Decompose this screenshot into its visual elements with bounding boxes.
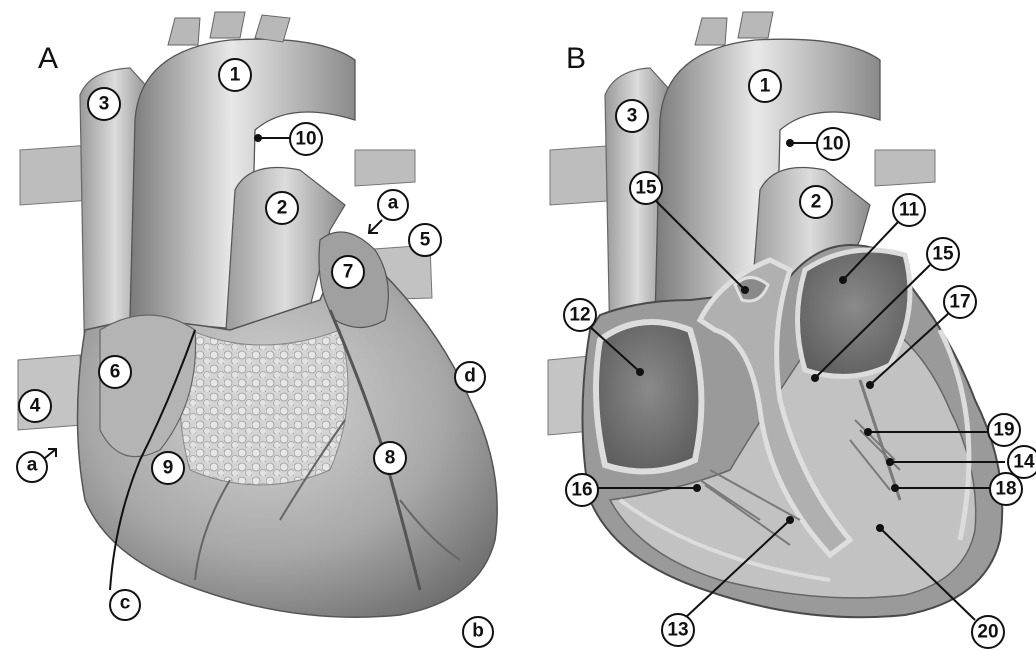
svg-text:8: 8	[385, 448, 396, 469]
label-b-1: 1	[749, 70, 781, 102]
panel-b: B	[548, 12, 1036, 648]
svg-text:1: 1	[760, 76, 771, 97]
svg-text:10: 10	[295, 129, 316, 150]
label-a-letter-a-left: a	[17, 449, 56, 482]
label-a-6: 6	[99, 356, 131, 388]
label-b-10: 10	[786, 128, 849, 160]
svg-text:20: 20	[977, 622, 998, 643]
svg-text:19: 19	[993, 420, 1014, 441]
label-a-letter-d: d	[455, 362, 485, 392]
label-b-2: 2	[800, 186, 832, 218]
svg-text:18: 18	[995, 479, 1016, 500]
svg-text:2: 2	[811, 192, 822, 213]
svg-text:15: 15	[635, 178, 657, 199]
label-a-2: 2	[266, 192, 298, 224]
label-a-letter-b: b	[463, 617, 493, 647]
svg-text:4: 4	[30, 396, 41, 417]
svg-text:13: 13	[667, 620, 688, 641]
svg-text:3: 3	[99, 94, 110, 115]
heart-section-illustration	[548, 12, 1002, 617]
label-a-3: 3	[88, 88, 120, 120]
label-a-9: 9	[152, 452, 184, 484]
svg-text:12: 12	[569, 305, 590, 326]
svg-text:17: 17	[949, 292, 970, 313]
svg-text:d: d	[464, 366, 476, 387]
label-a-letter-c: c	[110, 590, 140, 620]
svg-text:a: a	[388, 193, 399, 214]
label-a-letter-a-top: a	[369, 190, 408, 233]
svg-text:1: 1	[230, 65, 241, 86]
label-a-7: 7	[332, 256, 364, 288]
label-a-5: 5	[409, 224, 441, 256]
svg-text:11: 11	[899, 200, 920, 221]
svg-text:5: 5	[420, 230, 431, 251]
svg-text:a: a	[27, 455, 38, 476]
svg-text:b: b	[472, 621, 484, 642]
label-b-3: 3	[616, 100, 648, 132]
panel-b-letter: B	[566, 42, 586, 75]
label-a-1: 1	[219, 59, 251, 91]
label-a-4: 4	[19, 390, 51, 422]
panel-a: A	[17, 12, 497, 647]
svg-text:c: c	[120, 593, 131, 614]
svg-text:14: 14	[1013, 452, 1035, 473]
svg-text:10: 10	[822, 134, 843, 155]
svg-text:15: 15	[932, 244, 954, 265]
svg-text:3: 3	[627, 106, 638, 127]
label-a-10: 10	[254, 123, 322, 155]
svg-text:2: 2	[277, 198, 288, 219]
svg-text:6: 6	[110, 362, 121, 383]
svg-text:7: 7	[343, 262, 354, 283]
panel-a-letter: A	[38, 42, 58, 75]
svg-text:9: 9	[163, 458, 174, 479]
label-a-8: 8	[374, 442, 406, 474]
svg-text:16: 16	[571, 480, 592, 501]
